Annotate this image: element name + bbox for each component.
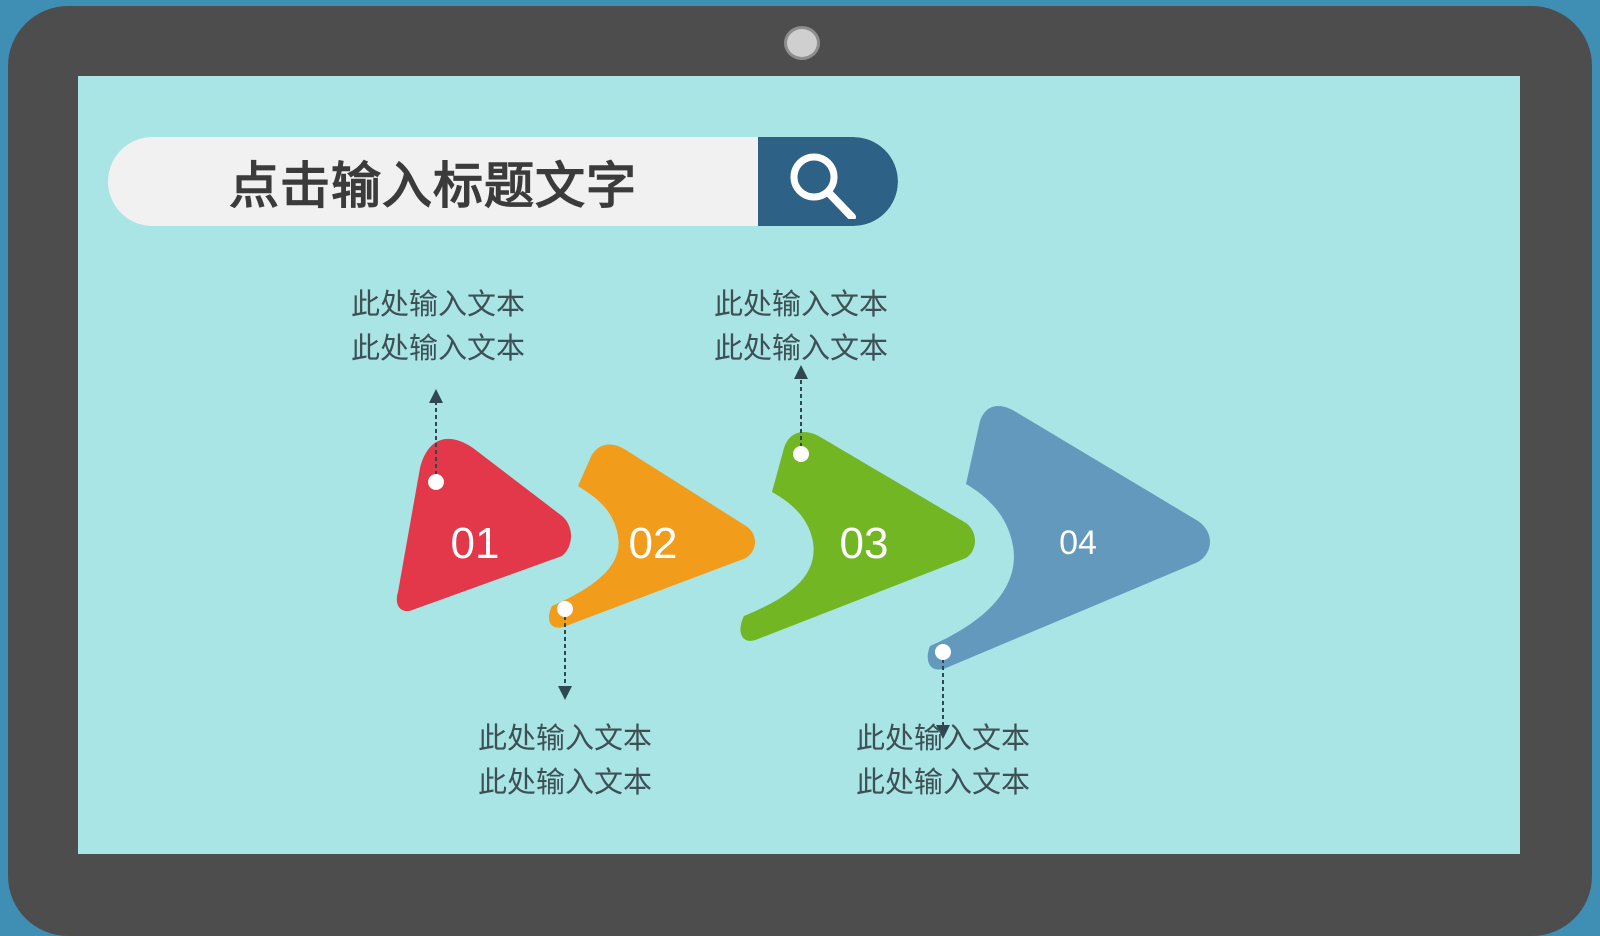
step-3-number: 03: [840, 519, 889, 568]
step-1-dot: [428, 474, 444, 490]
step-4-label[interactable]: 此处输入文本 此处输入文本: [823, 716, 1063, 804]
slide-screen: 点击输入标题文字 01 02 03 04: [78, 76, 1520, 854]
step-flow-diagram: 01 02 03 04: [396, 365, 1210, 739]
step-2-label-line1: 此处输入文本: [477, 721, 652, 755]
step-4-chevron: [927, 405, 1210, 670]
step-3-dot: [793, 446, 809, 462]
step-1-label-line2: 此处输入文本: [350, 331, 525, 365]
step-1-number: 01: [451, 519, 500, 568]
step-1-label[interactable]: 此处输入文本 此处输入文本: [318, 282, 558, 370]
title-search-bar[interactable]: 点击输入标题文字: [108, 137, 898, 226]
step-2-label-line2: 此处输入文本: [477, 765, 652, 799]
camera-icon: [784, 26, 820, 60]
search-button[interactable]: [758, 137, 898, 226]
step-2-dot: [557, 601, 573, 617]
step-4-label-line2: 此处输入文本: [855, 765, 1030, 799]
step-3-label-line1: 此处输入文本: [713, 287, 888, 321]
step-2-chevron: [548, 444, 755, 628]
step-3-label[interactable]: 此处输入文本 此处输入文本: [681, 282, 921, 370]
step-4-number: 04: [1059, 524, 1097, 562]
search-icon: [790, 153, 856, 219]
step-1-label-line1: 此处输入文本: [350, 287, 525, 321]
step-3-chevron: [740, 432, 975, 641]
step-4-dot: [935, 644, 951, 660]
step-3-label-line2: 此处输入文本: [713, 331, 888, 365]
page-title[interactable]: 点击输入标题文字: [229, 156, 637, 215]
step-2-number: 02: [629, 519, 678, 568]
step-4-label-line1: 此处输入文本: [855, 721, 1030, 755]
step-2-label[interactable]: 此处输入文本 此处输入文本: [445, 716, 685, 804]
